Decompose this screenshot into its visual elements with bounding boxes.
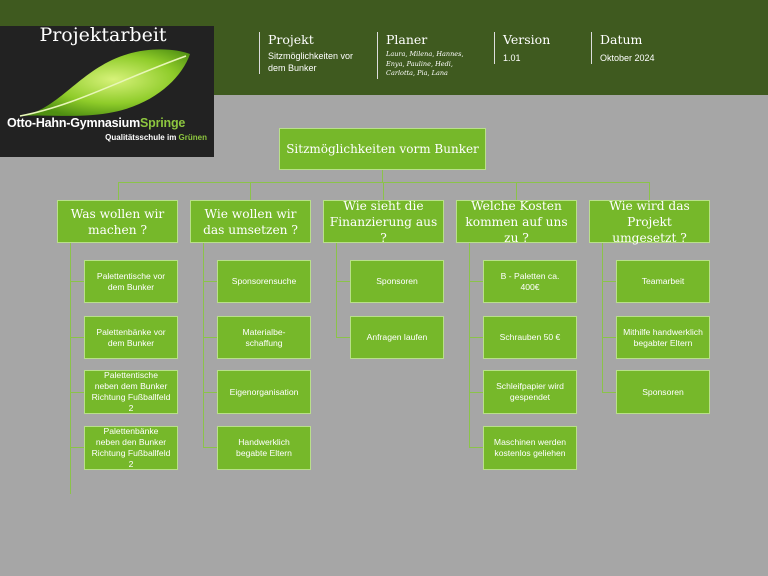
version-label: Version bbox=[503, 32, 551, 47]
column-5-spine bbox=[602, 243, 603, 393]
column-4-tick-3 bbox=[469, 392, 483, 393]
item-node: Palettenbänke neben den Bunker Richtung … bbox=[84, 426, 178, 470]
column-2-tick-2 bbox=[203, 337, 217, 338]
column-1-spine bbox=[70, 243, 71, 494]
column-5-tick-3 bbox=[602, 392, 616, 393]
column-5-tick-2 bbox=[602, 337, 616, 338]
column-4-tick-4 bbox=[469, 447, 483, 448]
category-node-3: Wie sieht die Finanzierung aus ? bbox=[323, 199, 444, 245]
item-node: Mithilfe handwerklich begabter Eltern bbox=[616, 316, 710, 359]
category-connector-3 bbox=[383, 182, 384, 200]
item-node: Anfragen laufen bbox=[350, 316, 444, 359]
column-4-spine bbox=[469, 243, 470, 448]
item-node: B - Paletten ca. 400€ bbox=[483, 260, 577, 303]
planner-value: Laura, Milena, Hannes, Enya, Pauline, He… bbox=[386, 50, 464, 77]
logo-title: Projektarbeit bbox=[39, 26, 167, 46]
root-node: Sitzmöglichkeiten vorm Bunker bbox=[279, 128, 486, 170]
school-tagline: Qualitätsschule im Grünen bbox=[105, 133, 207, 142]
item-node: Materialbe-schaffung bbox=[217, 316, 311, 359]
category-node-5: Wie wird das Projekt umgesetzt ? bbox=[589, 199, 710, 245]
column-4-tick-1 bbox=[469, 281, 483, 282]
planner-label: Planer bbox=[386, 32, 428, 47]
column-2-tick-1 bbox=[203, 281, 217, 282]
column-5-tick-1 bbox=[602, 281, 616, 282]
meta-project: Projekt Sitzmöglichkeiten vor dem Bunker bbox=[259, 32, 372, 74]
item-node: Sponsoren bbox=[350, 260, 444, 303]
column-4-tick-2 bbox=[469, 337, 483, 338]
column-1-tick-3 bbox=[70, 392, 84, 393]
category-node-1: Was wollen wir machen ? bbox=[57, 200, 178, 243]
category-connector-4 bbox=[516, 182, 517, 200]
date-value: Oktober 2024 bbox=[600, 53, 655, 63]
category-node-4: Welche Kosten kommen auf uns zu ? bbox=[456, 199, 577, 245]
category-connector-2 bbox=[250, 182, 251, 200]
column-1-tick-4 bbox=[70, 447, 84, 448]
item-node: Maschinen werden kostenlos geliehen bbox=[483, 426, 577, 470]
column-2-tick-3 bbox=[203, 392, 217, 393]
column-3-tick-2 bbox=[336, 337, 350, 338]
item-node: Palettenbänke vor dem Bunker bbox=[84, 316, 178, 359]
project-label: Projekt bbox=[268, 32, 314, 47]
version-value: 1.01 bbox=[503, 53, 521, 63]
column-3-tick-1 bbox=[336, 281, 350, 282]
item-node: Schleifpapier wird gespendet bbox=[483, 370, 577, 414]
meta-planner: Planer Laura, Milena, Hannes, Enya, Paul… bbox=[377, 32, 472, 79]
category-connector-5 bbox=[649, 182, 650, 200]
item-node: Palettentische neben dem Bunker Richtung… bbox=[84, 370, 178, 414]
item-node: Teamarbeit bbox=[616, 260, 710, 303]
column-2-tick-4 bbox=[203, 447, 217, 448]
school-logo: Projektarbeit Otto-Hahn-GymnasiumSpringe… bbox=[0, 26, 214, 157]
item-node: Sponsorensuche bbox=[217, 260, 311, 303]
item-node: Schrauben 50 € bbox=[483, 316, 577, 359]
date-label: Datum bbox=[600, 32, 643, 47]
project-value: Sitzmöglichkeiten vor dem Bunker bbox=[268, 51, 354, 73]
item-node: Palettentische vor dem Bunker bbox=[84, 260, 178, 303]
column-1-tick-2 bbox=[70, 337, 84, 338]
school-name: Otto-Hahn-GymnasiumSpringe bbox=[7, 116, 186, 130]
item-node: Handwerklich begabte Eltern bbox=[217, 426, 311, 470]
item-node: Sponsoren bbox=[616, 370, 710, 414]
root-connector bbox=[382, 170, 383, 182]
category-node-2: Wie wollen wir das umsetzen ? bbox=[190, 200, 311, 243]
item-node: Eigenorganisation bbox=[217, 370, 311, 414]
category-connector-bar bbox=[118, 182, 650, 183]
column-1-tick-1 bbox=[70, 281, 84, 282]
column-2-spine bbox=[203, 243, 204, 448]
column-3-spine bbox=[336, 243, 337, 338]
meta-date: Datum Oktober 2024 bbox=[591, 32, 690, 64]
category-connector-1 bbox=[118, 182, 119, 200]
leaf-icon bbox=[19, 49, 190, 117]
meta-version: Version 1.01 bbox=[494, 32, 573, 64]
